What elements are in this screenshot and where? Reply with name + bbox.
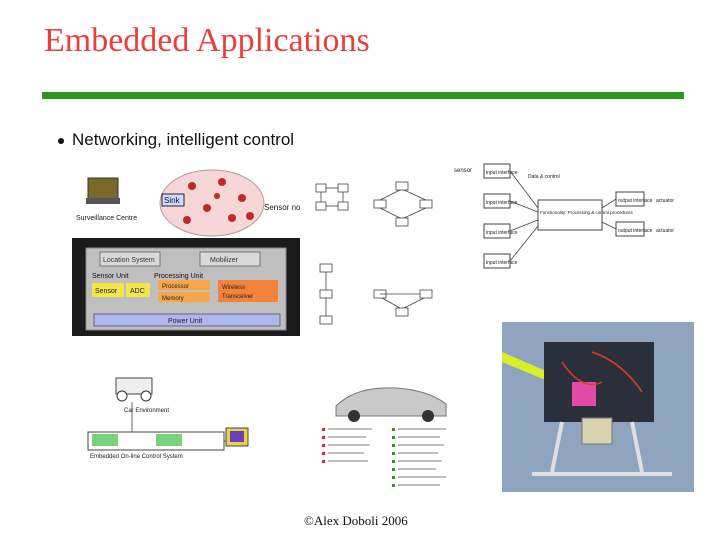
location-system-label: Location System <box>103 257 155 264</box>
input-interface-4: input interface <box>486 260 518 266</box>
bullet-item: Networking, intelligent control <box>58 130 294 150</box>
mobilizer-label: Mobilizer <box>210 257 239 264</box>
embedded-system-label: Embedded On-line Control System <box>90 454 183 460</box>
sensor-top-label: sensor <box>454 168 472 174</box>
input-interface-2: input interface <box>486 200 518 206</box>
slide-title: Embedded Applications <box>44 22 370 59</box>
bullet-dot <box>58 137 64 144</box>
helicopter-illustration <box>502 342 672 476</box>
title-rule <box>42 92 684 99</box>
car-features-figure <box>316 372 466 492</box>
wireless-label: Wireless <box>222 285 245 291</box>
sensor-nodes-label: Sensor nodes <box>264 203 300 212</box>
sensor-box-label: Sensor <box>95 288 118 295</box>
car-environment-label: Car Environment <box>124 408 169 414</box>
control-block-figure: sensor input interface input interface i… <box>452 158 690 270</box>
surveillance-label: Surveillance Centre <box>76 215 137 222</box>
graph-figure <box>312 170 442 340</box>
control-block-diagram: sensor input interface input interface i… <box>454 163 674 269</box>
car-features-diagram <box>322 387 447 487</box>
footer-copyright: ©Alex Doboli 2006 <box>304 513 408 528</box>
car-system-diagram: Car Environment Embedded On-line Control… <box>87 377 249 460</box>
output-interface-2: output interface <box>618 228 653 234</box>
sensor-node-figure: Surveillance Centre Sink Sensor nodes Lo… <box>72 168 300 336</box>
actuator-label-1: actuator <box>656 198 674 204</box>
functionality-label: Functionality: Processing & control proc… <box>540 210 634 215</box>
sensor-unit-label: Sensor Unit <box>92 273 129 280</box>
data-control-label: Data & control <box>528 174 560 180</box>
processor-label: Processor <box>162 284 189 290</box>
output-interface-1: output interface <box>618 198 653 204</box>
sensor-node-diagram: Surveillance Centre Sink Sensor nodes Lo… <box>72 168 300 331</box>
graph-diagram <box>315 181 433 325</box>
input-interface-1: input interface <box>486 170 518 176</box>
adc-label: ADC <box>130 288 145 295</box>
input-interface-3: input interface <box>486 230 518 236</box>
car-system-figure: Car Environment Embedded On-line Control… <box>76 372 272 492</box>
processing-unit-label: Processing Unit <box>154 273 203 280</box>
actuator-label-2: actuator <box>656 228 674 234</box>
transceiver-label: Transceiver <box>222 294 253 300</box>
sink-label: Sink <box>164 196 181 205</box>
power-unit-label: Power Unit <box>168 318 202 325</box>
memory-label: Memory <box>162 296 184 302</box>
bullet-text: Networking, intelligent control <box>72 130 295 149</box>
helicopter-photo <box>502 322 694 492</box>
